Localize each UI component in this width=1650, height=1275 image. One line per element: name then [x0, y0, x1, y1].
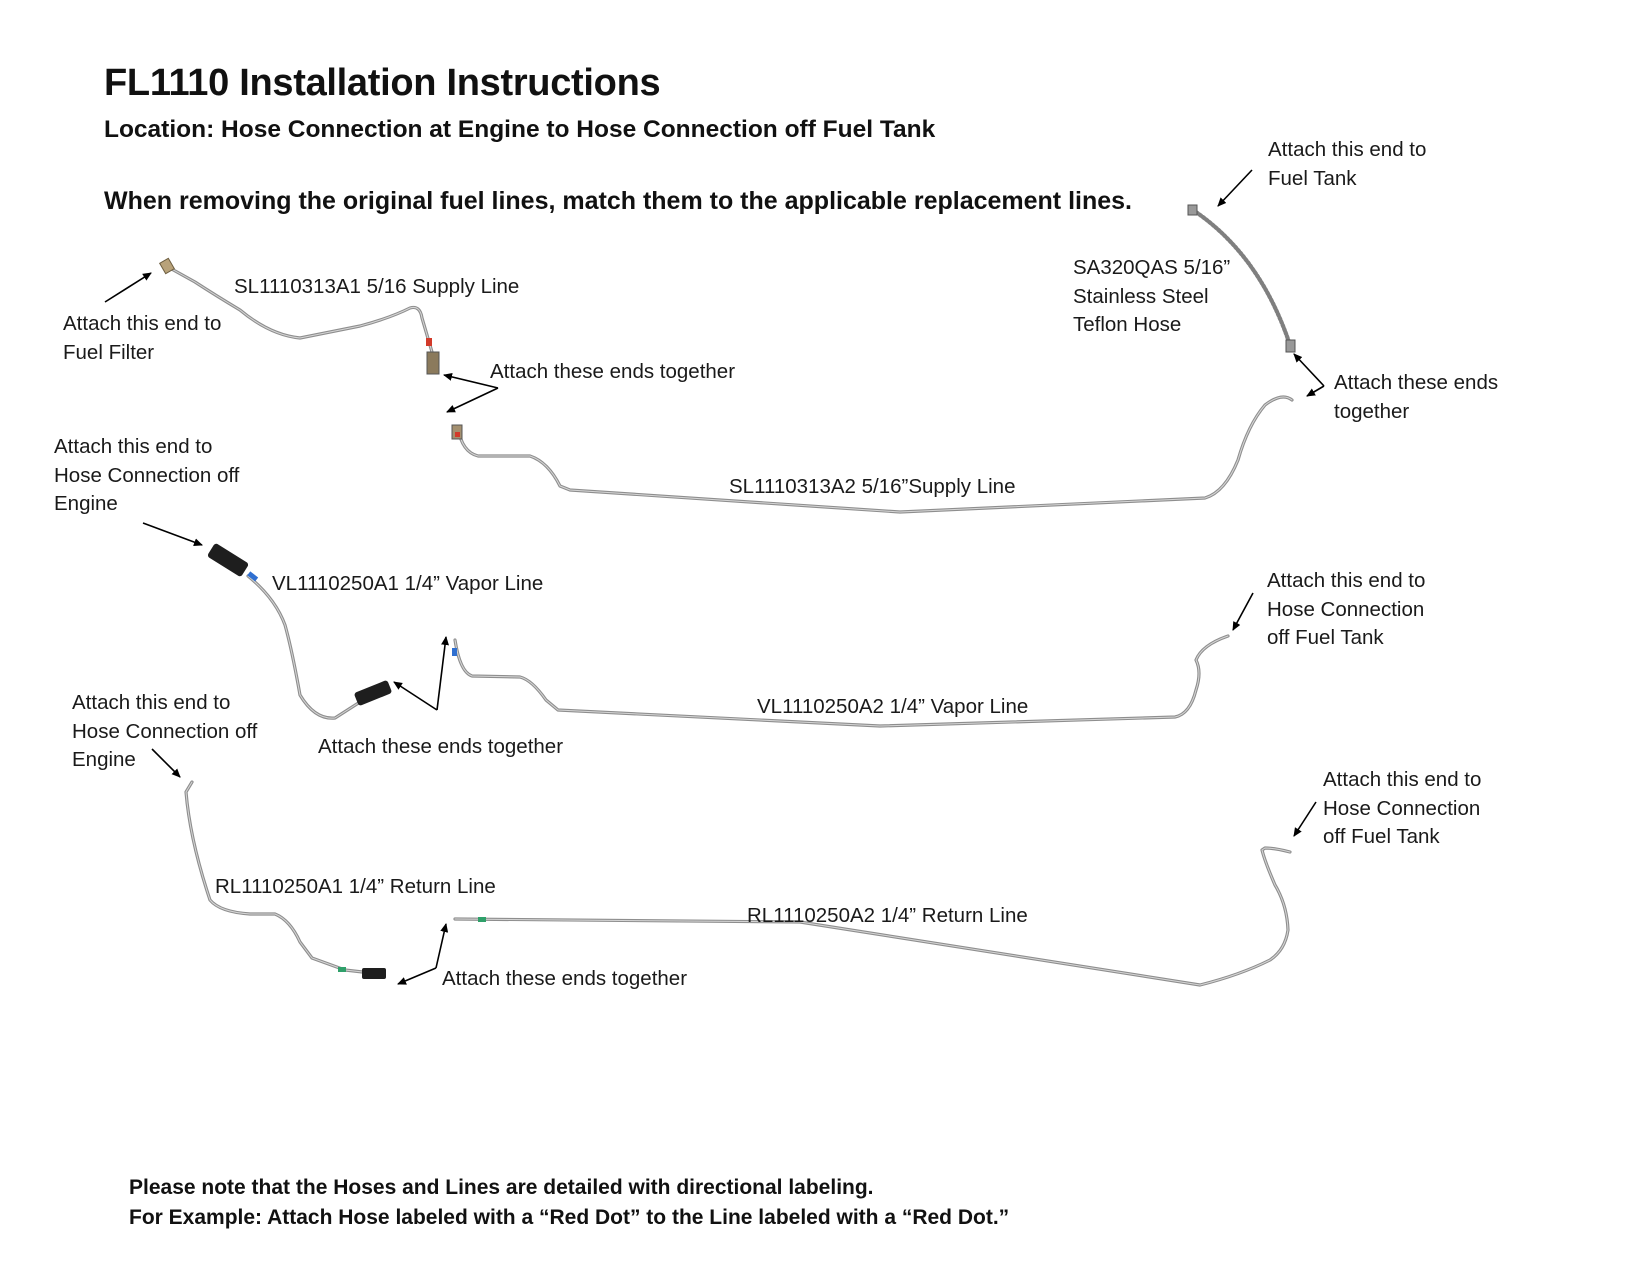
- callout-supply-join: Attach these ends together: [490, 360, 736, 383]
- footer-note: Please note that the Hoses and Lines are…: [129, 1173, 1009, 1233]
- label-hose: SA320QAS 5/16” Stainless Steel Teflon Ho…: [1073, 256, 1231, 336]
- footer-note-line-2: For Example: Attach Hose labeled with a …: [129, 1206, 1010, 1229]
- location-subtitle: Location: Hose Connection at Engine to H…: [104, 116, 936, 143]
- arrow-return-join-right: [435, 923, 449, 969]
- callout-vapor-tank: Attach this end to Hose Connection off F…: [1267, 569, 1426, 649]
- callout-fuel-tank: Attach this end to Fuel Tank: [1268, 138, 1427, 190]
- return-a2-green-marker: [478, 917, 486, 922]
- callout-return-engine: Attach this end to Hose Connection off E…: [72, 691, 258, 771]
- arrow-supply-join-upper: [443, 372, 499, 389]
- callout-hose-join: Attach these ends together: [1334, 371, 1499, 423]
- footer-note-line-1: Please note that the Hoses and Lines are…: [129, 1176, 874, 1199]
- supply-a1-fuel-filter-fitting: [158, 257, 176, 275]
- arrow-vapor-join-right: [436, 636, 449, 711]
- arrow-return-tank: [1293, 801, 1317, 837]
- supply-a1-hose-end-fitting: [426, 351, 440, 375]
- return-line-a2: [453, 846, 1292, 987]
- hose-line-fitting: [1285, 339, 1296, 353]
- vapor-a1-engine-fitting: [207, 543, 249, 577]
- vapor-a2-blue-marker: [452, 648, 457, 656]
- vapor-a1-hose-end-fitting: [354, 680, 392, 706]
- instruction-text: When removing the original fuel lines, m…: [104, 187, 1132, 215]
- arrow-vapor-engine: [142, 522, 203, 546]
- supply-line-a2: [451, 395, 1294, 514]
- label-vapor-a1: VL1110250A1 1/4” Vapor Line: [272, 572, 544, 595]
- callout-return-tank: Attach this end to Hose Connection off F…: [1323, 768, 1482, 848]
- return-a1-hose-end-fitting: [362, 968, 386, 979]
- arrow-fuel-tank: [1217, 169, 1253, 207]
- vapor-a1-blue-marker: [247, 571, 259, 582]
- callout-vapor-engine: Attach this end to Hose Connection off E…: [54, 435, 240, 515]
- arrow-vapor-join-left: [393, 681, 438, 711]
- vapor-line-a2: [452, 634, 1230, 728]
- supply-a2-red-dot-marker: [455, 432, 460, 437]
- supply-line-a1: [158, 257, 440, 375]
- label-supply-a2: SL1110313A2 5/16”Supply Line: [729, 475, 1016, 498]
- label-supply-a1: SL1110313A1 5/16 Supply Line: [234, 275, 520, 298]
- hose-tank-fitting: [1187, 204, 1198, 216]
- arrow-hose-join-lower: [1306, 385, 1325, 397]
- label-return-a2: RL1110250A2 1/4” Return Line: [747, 904, 1028, 927]
- return-a1-green-marker: [338, 967, 346, 972]
- arrow-hose-join-upper: [1293, 353, 1325, 387]
- vapor-line-a1: [207, 543, 392, 720]
- arrow-supply-join-lower: [446, 387, 499, 413]
- label-vapor-a2: VL1110250A2 1/4” Vapor Line: [757, 695, 1029, 718]
- callout-vapor-join: Attach these ends together: [318, 735, 564, 758]
- arrow-vapor-tank: [1232, 592, 1254, 631]
- teflon-hose: [1187, 204, 1296, 353]
- page-title: FL1110 Installation Instructions: [104, 62, 661, 104]
- arrow-return-join-left: [397, 967, 437, 985]
- label-return-a1: RL1110250A1 1/4” Return Line: [215, 875, 496, 898]
- supply-a1-red-dot-marker: [426, 338, 432, 346]
- return-line-a1: [184, 780, 386, 979]
- callout-fuel-filter: Attach this end to Fuel Filter: [63, 312, 222, 364]
- callout-arrows: [104, 169, 1325, 985]
- arrow-return-engine: [151, 748, 181, 778]
- callout-return-join: Attach these ends together: [442, 967, 688, 990]
- arrow-fuel-filter: [104, 272, 152, 303]
